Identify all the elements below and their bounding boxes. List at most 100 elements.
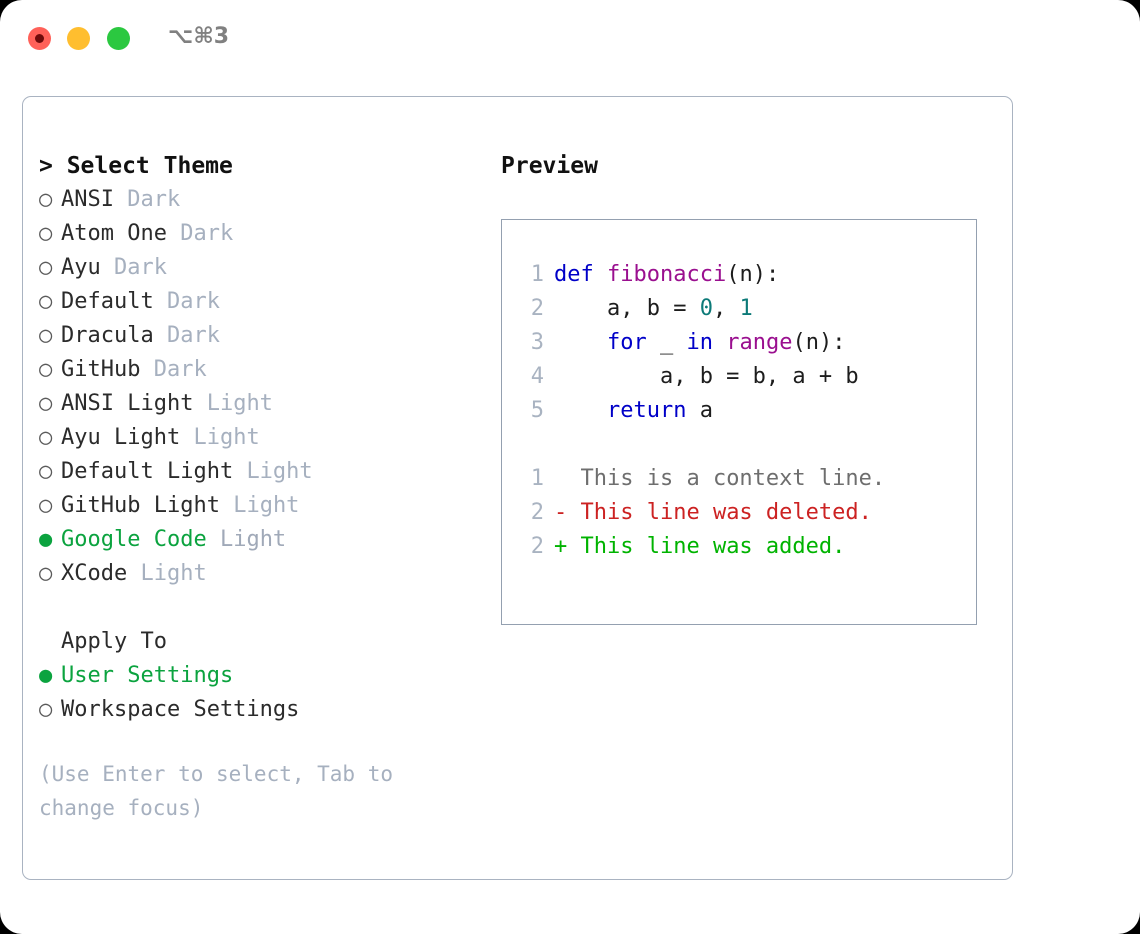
radio-empty-icon: ○ (39, 289, 53, 314)
theme-list: ○ANSI Dark○Atom One Dark○Ayu Dark○Defaul… (39, 183, 489, 591)
diff-text: This line was added. (567, 534, 846, 559)
theme-option-label: ANSI (61, 187, 114, 212)
radio-empty-icon: ○ (39, 221, 53, 246)
theme-option-ayu[interactable]: ○Ayu Dark (39, 251, 489, 285)
radio-selected-icon: ● (39, 663, 53, 688)
code-line: 5 return a (518, 394, 968, 428)
close-button[interactable] (28, 27, 51, 50)
diff-line-context: 1 This is a context line. (518, 462, 968, 496)
diff-line-deleted: 2- This line was deleted. (518, 496, 968, 530)
apply-option-label: Workspace Settings (61, 697, 300, 722)
diff-marker: - (554, 500, 568, 525)
code-token-num: 1 (739, 296, 753, 321)
theme-variant-label: Dark (153, 357, 207, 382)
line-number: 2 (530, 296, 544, 321)
theme-variant-label: Light (219, 527, 287, 552)
line-number: 5 (530, 398, 544, 423)
diff-spacer (518, 428, 968, 462)
theme-option-dracula[interactable]: ○ Dracula Dark (39, 319, 489, 353)
theme-option-label: Dracula (61, 323, 154, 348)
radio-empty-icon: ○ (39, 187, 53, 212)
theme-option-github-light[interactable]: ○ GitHub Light Light (39, 489, 489, 523)
diff-line-added: 2 + This line was added. (518, 530, 968, 564)
diff-marker: + (554, 534, 568, 559)
theme-option-label: Google Code (61, 527, 207, 552)
code-token-pl: (n): (792, 330, 846, 355)
apply-option-user-settings[interactable]: ● User Settings (39, 659, 489, 693)
apply-option-label: User Settings (61, 663, 234, 688)
code-token-kw: def (554, 262, 594, 287)
theme-variant-label: Dark (166, 323, 220, 348)
code-token-fn: fibonacci (607, 262, 727, 287)
theme-option-label: Default (61, 289, 154, 314)
theme-variant-label: Dark (180, 221, 234, 246)
theme-option-xcode[interactable]: ○XCode Light (39, 557, 489, 591)
maximize-button[interactable] (107, 27, 130, 50)
radio-empty-icon: ○ (39, 561, 53, 586)
theme-option-atom-one[interactable]: ○ Atom One Dark (39, 217, 489, 251)
diff-text: This is a context line. (567, 466, 886, 491)
main-panel: > Select Theme ○ANSI Dark○Atom One Dark○… (22, 96, 1013, 880)
code-line: 4 a, b = b, a + b (518, 360, 968, 394)
theme-option-google-code[interactable]: ● Google Code Light (39, 523, 489, 557)
theme-selector-column: > Select Theme ○ANSI Dark○Atom One Dark○… (39, 149, 489, 825)
line-number: 2 (530, 500, 544, 525)
radio-empty-icon: ○ (39, 493, 53, 518)
theme-option-default-light[interactable]: ○Default Light Light (39, 455, 489, 489)
theme-option-label: GitHub (61, 357, 141, 382)
theme-option-label: GitHub Light (61, 493, 220, 518)
code-token-pl (594, 262, 607, 287)
code-token-kw: for (606, 330, 647, 355)
line-number: 1 (530, 262, 544, 287)
theme-option-ayu-light[interactable]: ○Ayu Light Light (39, 421, 489, 455)
diff-marker (554, 466, 567, 491)
spacer (39, 591, 489, 625)
theme-option-default[interactable]: ○Default Dark (39, 285, 489, 319)
theme-option-ansi[interactable]: ○ANSI Dark (39, 183, 489, 217)
apply-to-list: ● User Settings ○ Workspace Settings (39, 659, 489, 727)
minimize-button[interactable] (67, 27, 90, 50)
line-number: 2 (530, 534, 544, 559)
code-token-pl: (n): (726, 262, 780, 287)
radio-empty-icon: ○ (39, 459, 53, 484)
window-title: ⌥⌘3 (168, 24, 230, 49)
radio-empty-icon: ○ (39, 425, 53, 450)
code-token-pl: _ (646, 330, 687, 355)
theme-variant-label: Light (193, 425, 260, 450)
code-token-pl: a, b = b, a + b (554, 364, 859, 389)
radio-selected-icon: ● (39, 527, 53, 552)
select-theme-header: > Select Theme (39, 153, 233, 179)
line-number: 4 (530, 364, 544, 389)
diff-lines: 1 This is a context line.2- This line wa… (518, 462, 968, 564)
theme-option-label: Default Light (61, 459, 234, 484)
radio-empty-icon: ○ (39, 697, 53, 722)
radio-empty-icon: ○ (39, 391, 53, 416)
title-bar: ⌥⌘3 (0, 0, 1140, 78)
radio-empty-icon: ○ (39, 323, 53, 348)
theme-option-label: ANSI Light (61, 391, 194, 416)
theme-variant-label: Light (206, 391, 273, 416)
theme-variant-label: Light (233, 493, 300, 518)
code-token-pl: , (712, 296, 740, 321)
code-token-pl (554, 398, 607, 423)
theme-option-label: Ayu (61, 255, 101, 280)
code-line: 1 def fibonacci(n): (518, 258, 968, 292)
keyboard-hint: (Use Enter to select, Tab to change focu… (39, 762, 394, 820)
apply-option-workspace-settings[interactable]: ○ Workspace Settings (39, 693, 489, 727)
line-number: 3 (530, 330, 544, 355)
theme-option-ansi-light[interactable]: ○ ANSI Light Light (39, 387, 489, 421)
line-number: 1 (530, 466, 544, 491)
diff-text: This line was deleted. (567, 500, 872, 525)
code-token-pl (713, 330, 726, 355)
code-token-kw: return (606, 398, 687, 423)
theme-option-label: Atom One (61, 221, 167, 246)
theme-variant-label: Light (140, 561, 207, 586)
code-token-pl: a, b = (554, 296, 700, 321)
code-token-kw: in (686, 330, 713, 355)
theme-option-github[interactable]: ○GitHub Dark (39, 353, 489, 387)
code-token-fn: range (726, 330, 793, 355)
